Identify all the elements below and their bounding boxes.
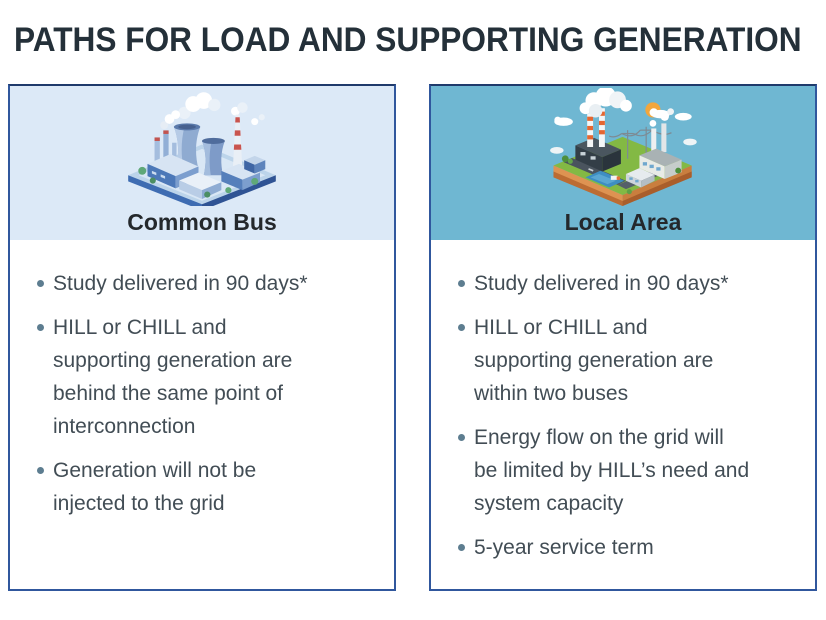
bullet-item: HILL or CHILL and supporting generation … xyxy=(456,311,801,410)
bullet-dot-icon xyxy=(458,324,465,331)
card-common-bus: Common Bus Study delivered in 90 days* H… xyxy=(8,84,396,591)
local-area-bullet-list: Study delivered in 90 days* HILL or CHIL… xyxy=(431,240,815,575)
bullet-text: Generation will not be injected to the g… xyxy=(53,459,257,515)
bullet-text: Study delivered in 90 days* xyxy=(474,272,729,295)
bullet-text: HILL or CHILL and supporting generation … xyxy=(53,316,293,438)
bullet-text: HILL or CHILL and supporting generation … xyxy=(474,316,714,405)
common-bus-bullet-list: Study delivered in 90 days* HILL or CHIL… xyxy=(10,240,394,531)
bullet-text: 5-year service term xyxy=(474,536,654,559)
bullet-dot-icon xyxy=(37,324,44,331)
smoke-puffs xyxy=(160,92,265,130)
light-factory xyxy=(639,108,682,180)
bullet-text: Energy flow on the grid will be limited … xyxy=(474,426,750,515)
bullet-item: Energy flow on the grid will be limited … xyxy=(456,421,801,520)
bullet-item: HILL or CHILL and supporting generation … xyxy=(35,311,380,443)
bullet-text: Study delivered in 90 days* xyxy=(53,272,308,295)
card-local-area: Local Area Study delivered in 90 days* H… xyxy=(429,84,817,591)
page-title: PATHS FOR LOAD AND SUPPORTING GENERATION xyxy=(14,21,802,59)
factory-landscape-illustration-icon xyxy=(533,88,713,207)
dark-factory xyxy=(575,108,621,172)
common-bus-header: Common Bus xyxy=(10,86,394,240)
card-title-local-area: Local Area xyxy=(564,209,682,236)
bullet-item: 5-year service term xyxy=(456,531,801,564)
low-building xyxy=(625,168,655,188)
bullet-dot-icon xyxy=(458,544,465,551)
smokestacks xyxy=(154,114,243,172)
bullet-item: Study delivered in 90 days* xyxy=(35,267,380,300)
factory-smoke xyxy=(579,88,632,118)
trees xyxy=(138,167,259,198)
local-area-header: Local Area xyxy=(431,86,815,240)
truck xyxy=(610,175,621,181)
bullet-dot-icon xyxy=(458,280,465,287)
bullet-dot-icon xyxy=(37,467,44,474)
bullet-dot-icon xyxy=(37,280,44,287)
power-plant-illustration-icon xyxy=(113,88,291,207)
bullet-item: Study delivered in 90 days* xyxy=(456,267,801,300)
cards-container: Common Bus Study delivered in 90 days* H… xyxy=(8,84,817,591)
water-pool xyxy=(585,170,625,188)
factory-buildings xyxy=(147,154,266,200)
cooling-towers xyxy=(173,123,225,176)
bullet-dot-icon xyxy=(458,434,465,441)
trees xyxy=(561,155,682,195)
bullet-item: Generation will not be injected to the g… xyxy=(35,454,380,520)
card-title-common-bus: Common Bus xyxy=(127,209,277,236)
